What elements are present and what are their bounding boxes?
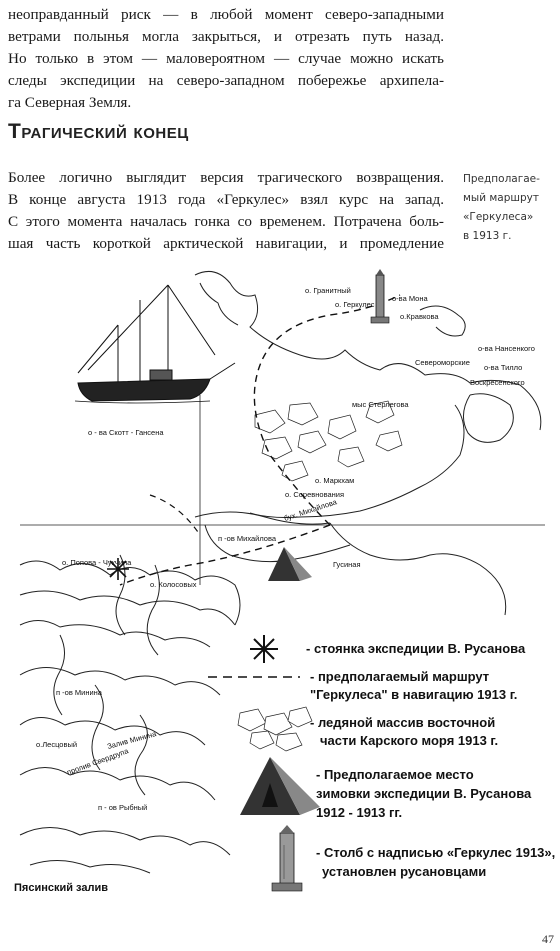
map-label: о. Попова - Чукчина: [62, 558, 132, 567]
legend-winter-icon: [240, 757, 320, 815]
ice-massif: [254, 400, 403, 482]
legend-winter-label: - Предполагаемое место: [316, 767, 474, 782]
section-heading: Трагический конец: [8, 120, 189, 143]
route-map: о. Гранитный о. Геркулес о-ва Мона о.Кра…: [14, 269, 555, 894]
map-label: о. Маркхам: [315, 476, 354, 485]
route-line: [119, 524, 331, 586]
winter-camp-marker: [268, 547, 312, 581]
text-line: га Северная Земля.: [8, 94, 132, 111]
caption-line: мый маршрут: [463, 192, 539, 204]
route-line: [253, 294, 401, 526]
map-label: о.Кравкова: [400, 312, 439, 321]
text-line: С этого момента началась гонка со времен…: [8, 213, 444, 230]
caption-line: в 1913 г.: [463, 230, 512, 242]
map-label: мыс Стерлегова: [352, 400, 409, 409]
legend-camp-label: - стоянка экспедиции В. Русанова: [306, 641, 526, 656]
map-label: Залив Минина: [106, 729, 158, 751]
caption-line: «Геркулеса»: [463, 211, 534, 223]
legend-winter-label: 1912 - 1913 гг.: [316, 805, 402, 820]
text-line: неоправданный риск — в любой момент севе…: [8, 6, 444, 23]
legend-pillar-icon: [271, 825, 303, 892]
text-line: шая часть короткой арктической навигации…: [8, 235, 444, 252]
legend-route-label: "Геркулеса" в навигацию 1913 г.: [310, 687, 517, 702]
map-label: о.Лесцовый: [36, 740, 77, 749]
ship-illustration: [74, 284, 236, 404]
pillar-marker: [370, 269, 390, 324]
legend-ice-icon: [237, 706, 313, 752]
legend-pillar-label: установлен русановцами: [322, 864, 486, 879]
map-label: п -ов Михайлова: [218, 534, 277, 543]
text-line: Но только в этом — маловероятном — случа…: [8, 50, 444, 67]
map-label: п - ов Рыбный: [98, 803, 147, 812]
map-label: о-ва Нансенкого: [478, 344, 535, 353]
camp-marker: [107, 558, 129, 580]
map-label: о-ва Тилло: [484, 363, 522, 372]
legend-ice-label: - ледяной массив восточной: [310, 715, 495, 730]
legend-ice-label: части Карского моря 1913 г.: [320, 733, 498, 748]
text-line: следы экспедиции на северо-западном побе…: [8, 72, 444, 89]
figure-caption: Предполагае- мый маршрут «Геркулеса» в 1…: [463, 170, 555, 246]
map-label: Североморские: [415, 358, 470, 367]
caption-line: Предполагае-: [463, 173, 540, 185]
text-line: Более логично выглядит версия трагическо…: [8, 169, 444, 186]
text-line: ветрами полынья могла закрыться, и отрез…: [8, 28, 444, 45]
map-label: о. Геркулес: [335, 300, 375, 309]
coastline: [19, 270, 542, 874]
map-label: п -ов Минина: [56, 688, 103, 697]
paragraph-intro: неоправданный риск — в любой момент севе…: [8, 4, 444, 114]
map-label: пролив Свердрупа: [66, 746, 131, 777]
legend-camp-icon: [250, 635, 278, 663]
route-line: [149, 494, 201, 536]
map-label: Гусиная: [333, 560, 361, 569]
map-label: бух. Михайлова: [283, 497, 339, 523]
map-label: Воскресенского: [470, 378, 525, 387]
paragraph-main: Более логично выглядит версия трагическо…: [8, 167, 444, 255]
map-label: о - ва Скотт - Гансена: [88, 428, 164, 437]
legend-pillar-label: - Столб с надписью «Геркулес 1913»,: [316, 845, 555, 860]
map-label: о. Колосовых: [150, 580, 197, 589]
map-label: о. Гранитный: [305, 286, 351, 295]
legend-winter-label: зимовки экспедиции В. Русанова: [316, 786, 532, 801]
map-label: о-ва Мона: [392, 294, 428, 303]
legend-route-label: - предполагаемый маршрут: [310, 669, 489, 684]
map-label: о. Соревнования: [285, 490, 344, 499]
map-label: Пясинский залив: [14, 882, 108, 894]
page-number: 47: [542, 932, 554, 946]
text-line: В конце августа 1913 года «Геркулес» взя…: [8, 191, 444, 208]
